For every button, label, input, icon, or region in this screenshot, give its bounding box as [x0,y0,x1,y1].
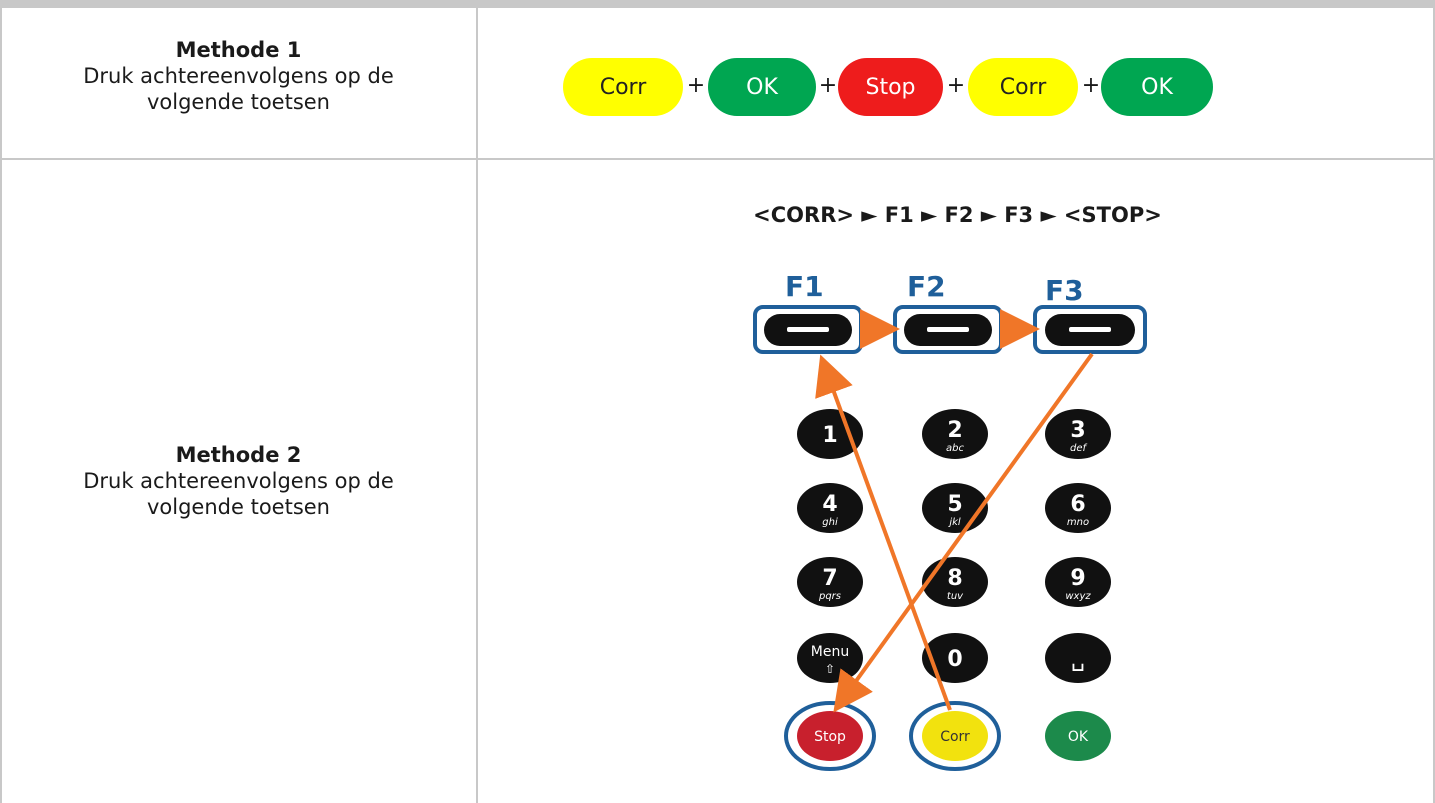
key-0 [922,633,988,683]
method2-desc-line2: volgende toetsen [146,495,330,519]
stop-key-button: Stop [838,58,943,116]
plus-sign: + [686,73,706,98]
f2-key-dash [927,327,969,332]
arrow-f3-to-stop [833,352,1094,713]
table-top-border [0,0,1435,8]
table-left-border [0,0,2,803]
space-key [1045,633,1111,683]
ok-key [1045,711,1111,761]
table-column-divider [476,0,478,803]
key-9 [1045,557,1111,607]
key-0-label: 0 [947,647,962,672]
method2-sequence-text: <CORR> ► F1 ► F2 ► F3 ► <STOP> [753,203,1162,227]
ok-key-button: OK [1101,58,1213,116]
plus-sign: + [1081,73,1101,98]
key-5-label: 5 [947,492,962,517]
table-row-divider [0,158,1435,160]
method2-desc-line1: Druk achtereenvolgens op de [83,469,394,493]
key-2-sub: abc [946,443,964,454]
corr-key-button: Corr [563,58,683,116]
corr-key-label: Corr [940,729,970,745]
key-3-sub: def [1070,443,1088,454]
f3-key-dash [1069,327,1111,332]
method2-label: Methode 2 Druk achtereenvolgens op de vo… [0,442,477,520]
key-7-label: 7 [822,566,837,591]
stop-key-frame [784,701,876,771]
key-4-label: 4 [822,492,837,517]
key-6 [1045,483,1111,533]
key-2 [922,409,988,459]
f2-label: F2 [907,270,946,303]
menu-shift-icon: ⇧ [825,662,835,676]
key-6-sub: mno [1067,517,1089,528]
key-9-sub: wxyz [1065,591,1091,602]
keypad-illustration: F1 F2 F3 1 2 abc 3 def 4 ghi 5 jkl 6 mno [740,262,1170,792]
key-6-label: 6 [1070,492,1085,517]
f3-label: F3 [1045,274,1084,307]
plus-sign: + [946,73,966,98]
f1-key-dash [787,327,829,332]
corr-key-frame [909,701,1001,771]
keypad-svg: F1 F2 F3 1 2 abc 3 def 4 ghi 5 jkl 6 mno [753,270,1147,771]
arrow-corr-to-f1 [815,354,952,711]
key-7-sub: pqrs [818,591,841,602]
corr-key-button: Corr [968,58,1078,116]
plus-sign: + [818,73,838,98]
method1-desc-line2: volgende toetsen [146,90,330,114]
f1-label: F1 [785,270,824,303]
stop-key [797,711,863,761]
method1-title: Methode 1 [175,38,302,62]
menu-key-label: Menu [811,644,849,660]
ok-key-label: OK [1068,729,1089,745]
method2-title: Methode 2 [175,443,302,467]
corr-key [922,711,988,761]
key-1-label: 1 [822,423,837,448]
space-key-icon: ␣ [1071,647,1085,672]
key-3 [1045,409,1111,459]
ok-key-button: OK [708,58,816,116]
key-5-sub: jkl [947,517,961,528]
key-8-label: 8 [947,566,962,591]
key-7 [797,557,863,607]
key-4 [797,483,863,533]
key-8-sub: tuv [947,591,964,602]
key-4-sub: ghi [822,517,838,528]
key-9-label: 9 [1070,566,1085,591]
key-2-label: 2 [947,418,962,443]
method1-label: Methode 1 Druk achtereenvolgens op de vo… [0,37,477,115]
method1-desc-line1: Druk achtereenvolgens op de [83,64,394,88]
method1-key-sequence: Corr + OK + Stop + Corr + OK [563,58,1313,116]
stop-key-label: Stop [814,729,846,745]
table-right-border [1433,0,1435,803]
key-3-label: 3 [1070,418,1085,443]
